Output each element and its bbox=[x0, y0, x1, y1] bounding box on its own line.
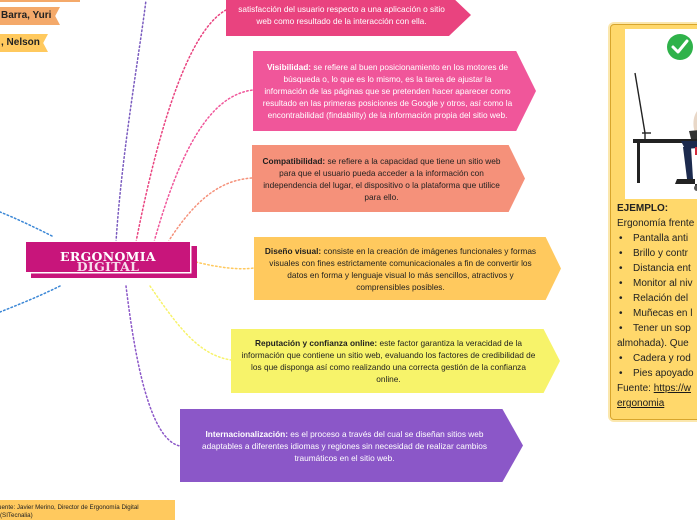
branch-text: consiste en la creación de imágenes func… bbox=[269, 245, 537, 292]
branch-visibility[interactable]: Visibilidad: se refiere al buen posicion… bbox=[253, 51, 536, 131]
branch-text: se refiere al buen posicionamiento en lo… bbox=[262, 62, 513, 120]
check-icon bbox=[667, 34, 693, 60]
branch-text: es el proceso a través del cual se diseñ… bbox=[201, 428, 488, 463]
example-list: Pantalla anti Brillo y contr Distancia e… bbox=[617, 231, 697, 336]
list-item: Pantalla anti bbox=[617, 231, 697, 246]
branch-text: satisfacción del usuario respecto a una … bbox=[238, 4, 445, 26]
branch-compatibility[interactable]: Compatibilidad: se refiere a la capacida… bbox=[252, 145, 525, 212]
list-item: Relación del bbox=[617, 291, 697, 306]
branch-term: Diseño visual: bbox=[264, 245, 322, 256]
branch-term: Compatibilidad: bbox=[262, 155, 326, 166]
source-link-continued[interactable]: ergonomia bbox=[617, 398, 665, 409]
branch-term: Visibilidad: bbox=[266, 62, 312, 72]
example-list-cont: Cadera y rod Pies apoyado bbox=[617, 351, 697, 381]
example-heading: EJEMPLO: bbox=[617, 203, 669, 214]
example-panel[interactable]: EJEMPLO: Ergonomía frente Pantalla anti … bbox=[610, 24, 697, 420]
source-label: Fuente: bbox=[617, 383, 654, 394]
tag-edge bbox=[0, 0, 80, 2]
central-topic-line-1: ERGONOMIA bbox=[60, 249, 156, 264]
author-tag-2: , Nelson bbox=[0, 34, 48, 52]
branch-term: Reputación y confianza online: bbox=[255, 338, 378, 348]
list-item-continuation: almohada). Que bbox=[617, 338, 689, 349]
branch-reputation[interactable]: Reputación y confianza online: este fact… bbox=[231, 329, 560, 393]
branch-text: este factor garantiza la veracidad de la… bbox=[241, 338, 536, 384]
branch-visual-design[interactable]: Diseño visual: consiste en la creación d… bbox=[254, 237, 561, 300]
list-item: Distancia ent bbox=[617, 261, 697, 276]
branch-usability[interactable]: satisfacción del usuario respecto a una … bbox=[226, 0, 471, 36]
branch-text: se refiere a la capacidad que tiene un s… bbox=[263, 155, 501, 202]
list-item: Muñecas en l bbox=[617, 306, 697, 321]
central-topic-line-2: DIGITAL bbox=[76, 259, 140, 274]
ergonomic-workstation-illustration bbox=[625, 29, 697, 199]
list-item: Tener un sop bbox=[617, 321, 697, 336]
author-tag-1: Barra, Yuri bbox=[0, 7, 60, 25]
list-item: Brillo y contr bbox=[617, 246, 697, 261]
example-intro: Ergonomía frente bbox=[617, 218, 695, 229]
source-note: uente: Javier Merino, Director de Ergono… bbox=[0, 500, 175, 520]
source-link[interactable]: https://w bbox=[653, 383, 691, 394]
branch-term: Internacionalización: bbox=[205, 428, 288, 439]
branch-internationalization[interactable]: Internacionalización: es el proceso a tr… bbox=[180, 409, 523, 482]
example-source: Fuente: https://w bbox=[617, 381, 697, 396]
list-item: Pies apoyado bbox=[617, 366, 697, 381]
list-item: Cadera y rod bbox=[617, 351, 697, 366]
central-topic[interactable]: ERGONOMIA DIGITAL bbox=[26, 242, 190, 274]
list-item: Monitor al niv bbox=[617, 276, 697, 291]
example-text: EJEMPLO: Ergonomía frente Pantalla anti … bbox=[617, 201, 697, 411]
